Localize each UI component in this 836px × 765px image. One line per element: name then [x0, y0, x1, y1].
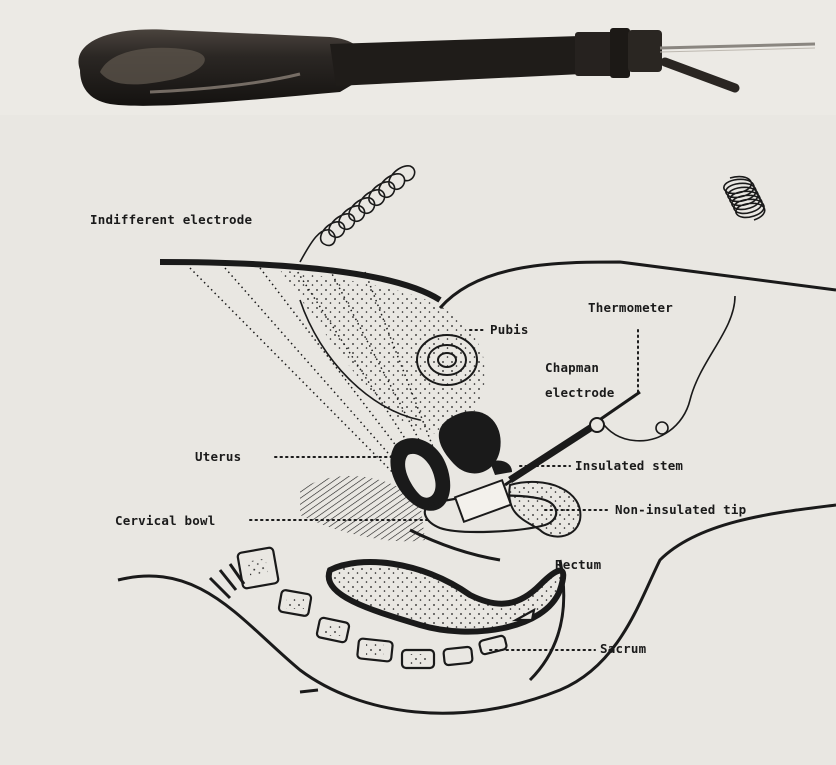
label-non-insulated-tip: Non-insulated tip — [615, 502, 746, 517]
label-indifferent-electrode: Indifferent electrode — [90, 212, 252, 227]
label-insulated-stem: Insulated stem — [575, 458, 683, 473]
label-cervical-bowl: Cervical bowl — [115, 513, 215, 528]
label-uterus: Uterus — [195, 449, 241, 464]
label-sacrum: Sacrum — [600, 641, 646, 656]
label-chapman-line2: electrode — [545, 385, 615, 400]
label-chapman-line1: Chapman — [545, 360, 599, 375]
label-thermometer: Thermometer — [588, 300, 673, 315]
chapman-probe-photo — [0, 0, 836, 115]
indifferent-electrode-cable — [300, 166, 415, 262]
label-pubis: Pubis — [490, 322, 529, 337]
label-rectum: Rectum — [555, 557, 601, 572]
